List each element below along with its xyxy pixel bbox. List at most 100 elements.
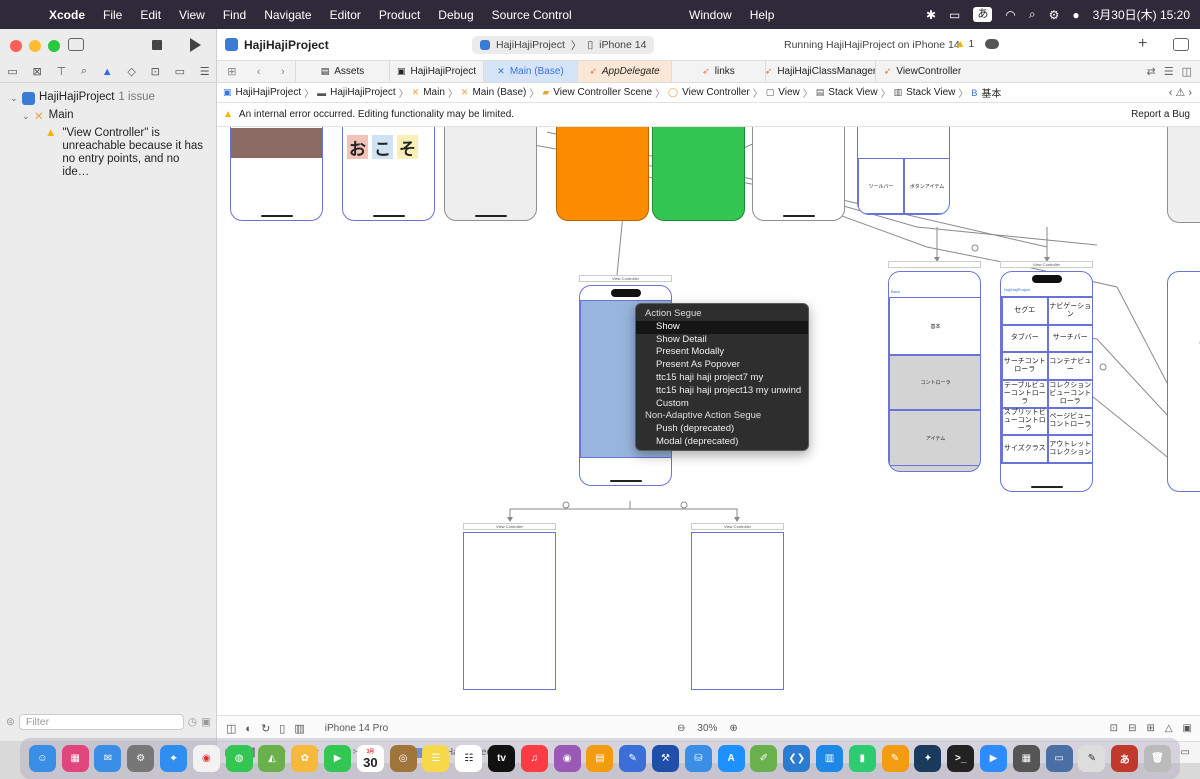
menu-view[interactable]: View [179, 7, 205, 22]
breadcrumb-item[interactable]: ▥Stack View [894, 87, 956, 98]
zoom-out-icon[interactable]: ⊖ [677, 723, 686, 734]
menu-help[interactable]: Help [749, 7, 775, 22]
xcode-icon[interactable]: ⚒ [652, 745, 680, 772]
notes-icon[interactable]: ☰ [422, 745, 450, 772]
scene-bottom-right[interactable] [691, 532, 784, 690]
launchpad-icon[interactable]: ▦ [61, 745, 89, 772]
menu-navigate[interactable]: Navigate [264, 7, 312, 22]
breadcrumb-item[interactable]: ▣HajiHajiProject [223, 87, 301, 98]
filter-input[interactable]: Filter [18, 714, 184, 730]
music-icon[interactable]: ♫ [520, 745, 548, 772]
menu-debug[interactable]: Debug [438, 7, 474, 22]
issues-filter-icon[interactable]: ▣ [201, 716, 211, 728]
memory-icon[interactable]: ✂ [353, 747, 361, 758]
warning-badge[interactable]: ▲ 1 [955, 38, 974, 50]
tab-viewcontroller[interactable]: ➶ViewController [875, 61, 969, 82]
maps-icon[interactable]: ◭ [258, 745, 286, 772]
inspector-toggle-icon[interactable] [1173, 38, 1189, 51]
pages-icon[interactable]: ✎ [881, 745, 909, 772]
menu-clock[interactable]: 3月30日(木) 15:20 [1092, 8, 1190, 22]
split-editor-icon[interactable]: ◫ [1181, 66, 1192, 78]
zoom-in-icon[interactable]: ⊕ [729, 723, 738, 734]
dictionary-icon[interactable]: あ [1111, 745, 1139, 772]
test-icon[interactable]: ◇ [127, 66, 136, 78]
grid-icon[interactable]: ⊞ [227, 66, 237, 78]
report-bug-button[interactable]: Report a Bug [1131, 109, 1190, 120]
breadcrumb-item[interactable]: ✕Main (Base) [461, 87, 526, 98]
battery-icon[interactable]: ▭ [949, 7, 961, 22]
menu-source-control[interactable]: Source Control [491, 7, 572, 22]
breadcrumb-item[interactable]: ▬HajiHajiProject [317, 87, 396, 98]
wifi-icon[interactable]: ◠ [1005, 7, 1016, 22]
back-icon[interactable]: ‹ [256, 65, 261, 78]
menu-file[interactable]: File [103, 7, 123, 22]
sidebar-toggle-icon[interactable] [68, 38, 84, 51]
instruments-icon[interactable]: ✎ [619, 745, 647, 772]
console-area-icon[interactable]: ▭ [1180, 747, 1190, 758]
embed-icon[interactable]: ▣ [1182, 723, 1192, 734]
minimize-window-button[interactable] [29, 40, 41, 52]
issue-icon[interactable]: ▲ [101, 65, 113, 78]
menu-item-show[interactable]: Show [636, 320, 808, 334]
messages-icon[interactable]: ◍ [225, 745, 253, 772]
orientation-icon[interactable]: ↻ [261, 723, 271, 735]
menu-item-custom[interactable]: Custom [656, 397, 689, 409]
tree-project-row[interactable]: ⌄ HajiHajiProject 1 issue [0, 91, 217, 109]
menu-find[interactable]: Find [222, 7, 247, 22]
books-icon[interactable]: ▤ [586, 745, 614, 772]
chevron-down-icon[interactable]: ⌄ [10, 93, 18, 103]
terminal-icon[interactable]: >_ [947, 745, 975, 772]
report-icon[interactable]: ☰ [199, 66, 210, 78]
align-icon[interactable]: ⊟ [1128, 723, 1137, 734]
numbers-edit-icon[interactable]: ✐ [750, 745, 778, 772]
menu-window[interactable]: Window [689, 7, 732, 22]
breadcrumb-item[interactable]: ▢View [766, 87, 800, 98]
tab-hajihajiclassmanager[interactable]: ➶HajiHajiClassManager [765, 61, 876, 82]
layout-icon[interactable]: ▥ [294, 723, 305, 735]
scene-grid[interactable]: HajiHajiProject セグエ ナビゲーション タブバー サーチバー サ… [1000, 271, 1093, 492]
pin-icon[interactable]: ⊞ [1146, 723, 1155, 734]
control-center-icon[interactable]: ⚙ [1048, 7, 1060, 22]
reminders-icon[interactable]: ☷ [455, 745, 483, 772]
breakpoint-icon[interactable]: ▭ [174, 66, 185, 78]
forward-icon[interactable]: › [281, 65, 285, 78]
close-window-button[interactable] [10, 40, 22, 52]
tab-links[interactable]: ➶links [671, 61, 765, 82]
menu-item-show-detail[interactable]: Show Detail [656, 333, 707, 345]
tab-assets[interactable]: ▤Assets [295, 61, 389, 82]
app-store-icon[interactable]: A [717, 745, 745, 772]
siri-icon[interactable]: ● [1072, 7, 1080, 22]
chrome-icon[interactable]: ◉ [192, 745, 220, 772]
keynote-icon[interactable]: ▥ [816, 745, 844, 772]
breadcrumb-item[interactable]: ✕Main [412, 87, 445, 98]
menu-item-present-modally[interactable]: Present Modally [656, 346, 725, 358]
numbers-icon[interactable]: ▮ [848, 745, 876, 772]
folder-icon[interactable]: ▭ [7, 66, 18, 78]
textedit-icon[interactable]: ✎ [1078, 745, 1106, 772]
contacts-icon[interactable]: ◎ [389, 745, 417, 772]
beta-app-icon[interactable]: ✦ [914, 745, 942, 772]
filter-icon[interactable]: ⊜ [6, 716, 15, 728]
menu-item-custom-segue-13[interactable]: ttc15 haji haji project13 my unwind [656, 384, 802, 396]
scene-bottom-left[interactable] [463, 532, 556, 690]
vscode-icon[interactable]: ❮❯ [783, 745, 811, 772]
menu-item-custom-segue-7[interactable]: ttc15 haji haji project7 my [656, 371, 764, 383]
scene-stack[interactable]: Back 基本 コントローラ アイテム [888, 271, 981, 472]
scene-gray[interactable] [444, 127, 537, 221]
bluetooth-icon[interactable]: ✱ [925, 7, 937, 22]
calculator-icon[interactable]: ▦ [1012, 745, 1040, 772]
mail-icon[interactable]: ✉ [94, 745, 122, 772]
issue-navigation[interactable]: ‹ ⚠ › [1168, 87, 1192, 99]
related-items-icon[interactable]: ⇄ [1146, 66, 1156, 78]
add-icon[interactable]: + [1138, 35, 1148, 52]
tree-main-row[interactable]: ⌄ ✕ Main [0, 109, 217, 127]
scene-right-edge[interactable]: バー ビ [1167, 271, 1200, 492]
menu-item-push[interactable]: Push (deprecated) [656, 423, 735, 435]
scene-toolbar[interactable]: ツールバー ボタンアイテム [857, 127, 950, 215]
menu-item-modal[interactable]: Modal (deprecated) [656, 435, 739, 447]
scene-orange[interactable] [556, 127, 649, 221]
tree-issue-row[interactable]: ▲ "View Controller" is unreachable becau… [0, 127, 217, 179]
menu-edit[interactable]: Edit [140, 7, 162, 22]
facetime-icon[interactable]: ▶ [324, 745, 352, 772]
